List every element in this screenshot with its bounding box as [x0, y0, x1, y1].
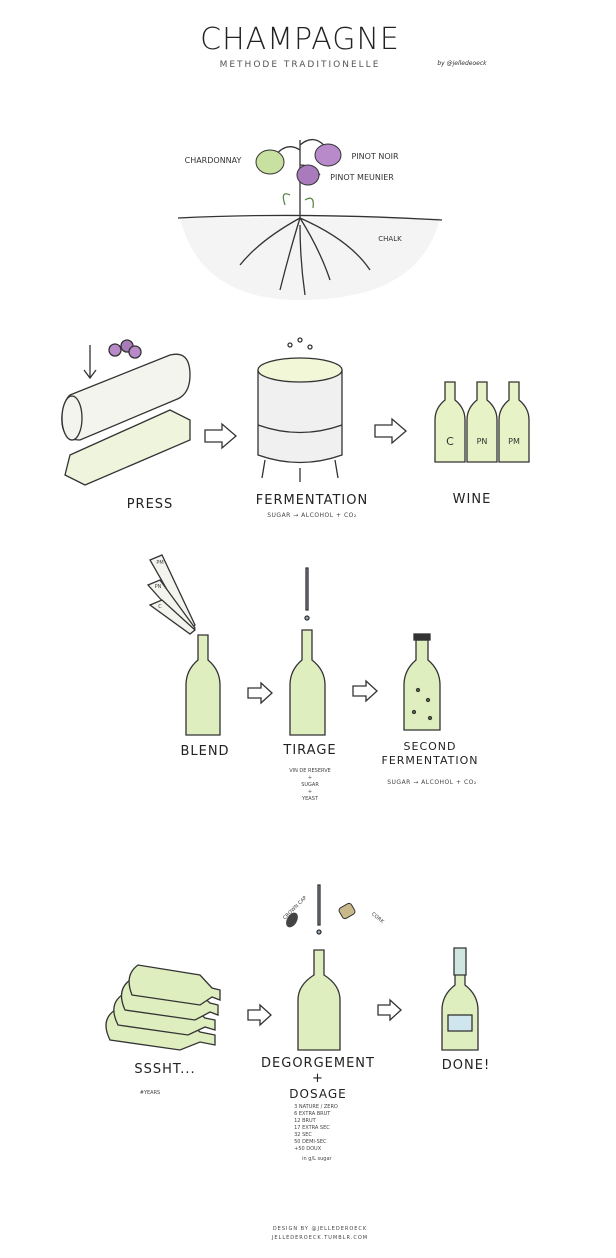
- dosage-item: 32 SEC: [294, 1132, 312, 1138]
- pinot-noir-grape-icon: [314, 143, 342, 167]
- blend-tag-c: C: [158, 604, 162, 610]
- dosage-list: 3 NATURE / ZERO 6 EXTRA BRUT 12 BRUT 17 …: [294, 1104, 338, 1163]
- footer-credit: DESIGN BY @JELLEDEROECK: [272, 1226, 368, 1232]
- bottle-label-pm: PM: [508, 437, 520, 446]
- bottle-label-pn: PN: [476, 437, 488, 446]
- plus-sign: +: [312, 1071, 324, 1086]
- step-wine: WINE: [452, 492, 492, 507]
- second-fermentation-formula: SUGAR → ALCOHOL + CO₂: [387, 779, 477, 786]
- wine-bottles-icon: [434, 381, 530, 463]
- blend-tag-pn: PN: [154, 584, 162, 590]
- tirage-ingredients: VIN DE RESERVE + SUGAR + YEAST: [289, 768, 331, 803]
- dosage-item: 6 EXTRA BRUT: [294, 1111, 331, 1117]
- arrow-icons: [204, 417, 407, 1027]
- step-dosage: DOSAGE: [289, 1087, 347, 1101]
- tirage-line: +: [307, 789, 313, 795]
- blend-tag-pm: PM: [156, 560, 164, 566]
- dosage-item: 17 EXTRA SEC: [294, 1125, 330, 1131]
- vine-illustration: [177, 138, 443, 300]
- blend-bottle-icon: [146, 554, 221, 736]
- fermentation-tank-icon: [257, 337, 343, 482]
- dosage-item: 12 BRUT: [294, 1118, 316, 1124]
- bottle-label-c: C: [446, 435, 454, 448]
- footer-url: JELLEDEROECK.TUMBLR.COM: [271, 1235, 369, 1241]
- press-icon: [61, 339, 191, 486]
- second-fermentation-bottle-icon: [403, 633, 441, 731]
- step-second-fermentation-line2: FERMENTATION: [381, 754, 479, 767]
- dosage-item: +50 DOUX: [294, 1146, 322, 1152]
- crown-cap-icon: [286, 912, 298, 928]
- dosage-item: 3 NATURE / ZERO: [294, 1104, 338, 1110]
- label-chardonnay: CHARDONNAY: [184, 156, 242, 165]
- tirage-line: VIN DE RESERVE: [289, 768, 331, 774]
- step-press: PRESS: [126, 497, 174, 512]
- label-pinot-meunier: PINOT MEUNIER: [330, 173, 394, 182]
- tirage-line: SUGAR: [301, 782, 319, 788]
- aging-sub: #YEARS: [139, 1090, 161, 1096]
- label-pinot-noir: PINOT NOIR: [351, 152, 399, 161]
- step-aging: SSSHT...: [134, 1062, 196, 1077]
- tirage-line: YEAST: [302, 796, 318, 802]
- page-title: CHAMPAGNE: [200, 22, 400, 57]
- step-fermentation: FERMENTATION: [255, 493, 369, 508]
- dosage-unit: in g/L sugar: [302, 1156, 332, 1162]
- step-done: DONE!: [441, 1058, 491, 1073]
- step-second-fermentation-line1: SECOND: [403, 740, 457, 753]
- finished-champagne-bottle-icon: [441, 947, 479, 1051]
- step-tirage: TIRAGE: [283, 743, 337, 758]
- byline: by @jelledeoeck: [437, 60, 487, 67]
- aging-bottles-icon: [105, 964, 221, 1051]
- dosage-item: 50 DEMI-SEC: [294, 1139, 327, 1145]
- label-chalk: CHALK: [378, 235, 402, 243]
- chardonnay-grape-icon: [255, 149, 285, 175]
- fermentation-formula: SUGAR → ALCOHOL + CO₂: [267, 512, 357, 519]
- degorgement-bottle-icon: [297, 884, 341, 1051]
- cork-icon: [338, 902, 356, 920]
- step-blend: BLEND: [180, 744, 230, 759]
- step-degorgement: DEGORGEMENT: [261, 1056, 375, 1071]
- tirage-line: +: [307, 775, 313, 781]
- page-subtitle: METHODE TRADITIONELLE: [219, 60, 381, 70]
- tirage-bottle-icon: [289, 567, 326, 736]
- pinot-meunier-grape-icon: [296, 164, 320, 186]
